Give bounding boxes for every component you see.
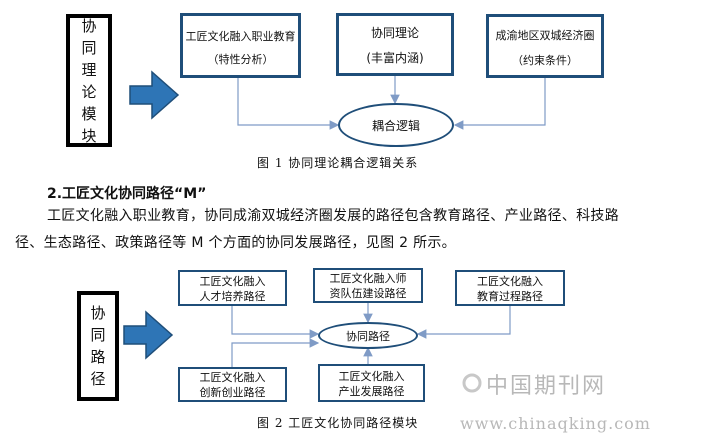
- fig1-module-char: 论: [81, 82, 97, 101]
- section-paragraph-line1: 工匠文化融入职业教育，协同成渝双城经济圈发展的路径包含教育路径、产业路径、科技路: [47, 208, 619, 224]
- fig2-box-line2: 产业发展路径: [338, 385, 405, 398]
- fig1-box-line1: 成渝地区双城经济圈: [495, 29, 595, 42]
- fig2-box-education-process: 工匠文化融入 教育过程路径: [455, 270, 565, 306]
- fig2-ellipse-label: 协同路径: [346, 329, 390, 343]
- fig1-module-char: 块: [81, 126, 97, 145]
- fig2-box-line1: 工匠文化融入: [199, 371, 266, 384]
- fig2-module-char: 同: [90, 326, 106, 344]
- fig2-box-line2: 人才培养路径: [199, 290, 266, 303]
- fig2-box-innovation: 工匠文化融入 创新创业路径: [178, 367, 287, 402]
- fig1-box-craftsman: 工匠文化融入职业教育 （特性分析）: [180, 13, 301, 78]
- fig2-box-line1: 工匠文化融入师: [329, 272, 407, 285]
- fig1-box-line2: (丰富内涵): [366, 51, 424, 65]
- watermark-logo-icon: [462, 373, 482, 393]
- fig1-box-economic-circle: 成渝地区双城经济圈 （约束条件）: [486, 14, 604, 78]
- fig1-connector-right: [453, 78, 546, 130]
- fig2-module-char: 协: [90, 304, 106, 322]
- fig2-box-line2: 教育过程路径: [477, 290, 543, 303]
- fig1-module-char: 同: [81, 38, 97, 57]
- section-paragraph-line2: 径、生态路径、政策路径等 M 个方面的协同发展路径，见图 2 所示。: [15, 235, 456, 251]
- fig2-box-line1: 工匠文化融入: [199, 275, 266, 288]
- fig1-big-arrow: [129, 70, 180, 120]
- fig2-box-line2: 资队伍建设路径: [329, 287, 407, 300]
- fig2-module-char: 路: [90, 348, 106, 366]
- fig1-module-box: 协 同 理 论 模 块: [66, 14, 112, 147]
- fig2-connector-bottom-left: [231, 338, 320, 367]
- fig2-caption: 图 2 工匠文化协同路径模块: [257, 416, 419, 430]
- fig1-box-line1: 工匠文化融入职业教育: [185, 30, 296, 43]
- fig2-box-line1: 工匠文化融入: [338, 370, 405, 383]
- fig1-box-synergy: 协同理论 (丰富内涵): [336, 13, 454, 76]
- fig1-coupling-ellipse: 耦合逻辑: [338, 103, 454, 147]
- fig2-box-faculty-building: 工匠文化融入师 资队伍建设路径: [313, 268, 423, 303]
- fig2-big-arrow: [123, 310, 174, 360]
- fig1-ellipse-label: 耦合逻辑: [371, 118, 420, 133]
- watermark-url: www.chinaqking.com: [460, 414, 651, 433]
- fig1-box-line2: （约束条件）: [512, 54, 578, 67]
- fig2-module-char: 径: [90, 370, 106, 388]
- watermark-brand: 中国期刊网: [486, 374, 607, 399]
- fig2-box-industry: 工匠文化融入 产业发展路径: [318, 364, 425, 402]
- fig1-box-line2: （特性分析）: [207, 53, 274, 66]
- fig1-module-char: 理: [81, 60, 97, 79]
- fig1-module-char: 模: [81, 104, 97, 123]
- fig1-connector-left: [237, 78, 340, 130]
- fig2-module-box: 协 同 路 径: [77, 291, 119, 401]
- section-heading: 2.工匠文化协同路径“M”: [47, 186, 207, 202]
- fig2-box-talent-training: 工匠文化融入 人才培养路径: [178, 270, 287, 306]
- fig1-module-char: 协: [81, 16, 97, 35]
- fig2-synergy-ellipse: 协同路径: [318, 322, 418, 349]
- fig2-connector-top-left: [231, 306, 320, 339]
- fig2-box-line2: 创新创业路径: [199, 386, 266, 399]
- fig1-box-line1: 协同理论: [370, 26, 419, 40]
- fig2-connector-top-right: [416, 306, 511, 339]
- fig1-caption: 图 1 协同理论耦合逻辑关系: [257, 156, 419, 170]
- fig2-box-line1: 工匠文化融入: [477, 275, 543, 288]
